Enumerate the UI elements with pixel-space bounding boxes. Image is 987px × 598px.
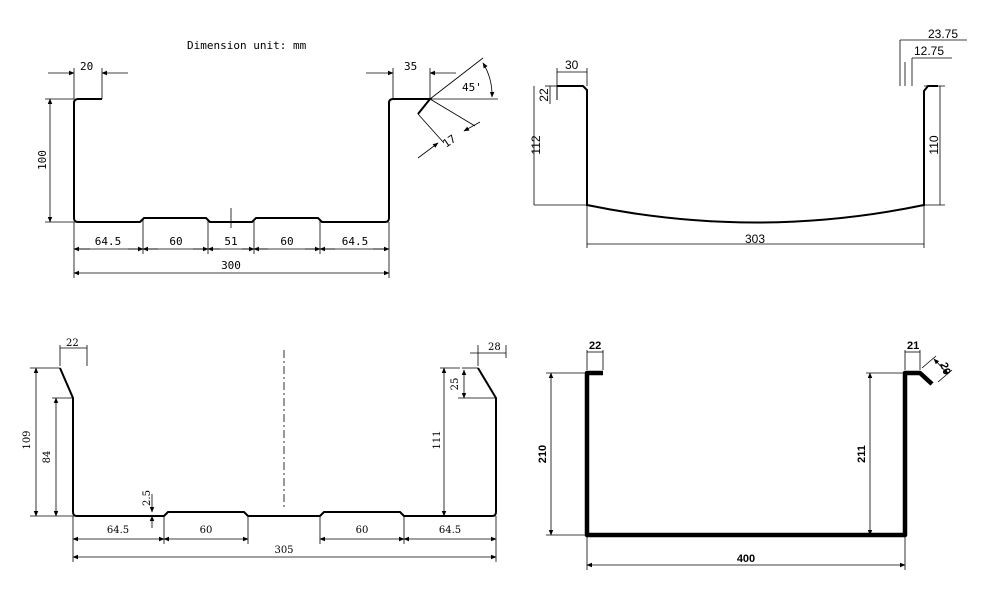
profile-c-lip-left-label: 22	[66, 338, 79, 349]
profile-c-height-right-label: 111	[432, 430, 443, 449]
profile-b-width-label: 303	[745, 232, 765, 246]
profile-d-outline	[584, 370, 934, 538]
profile-c-height-left-label: 109	[22, 430, 33, 449]
profile-c-seg4-label: 60	[356, 525, 369, 536]
profile-b-height-right-label: 110	[927, 135, 941, 154]
profile-b-lip-left-label: 30	[565, 58, 579, 72]
profile-b-lip-left-height-label: 22	[537, 88, 551, 102]
profile-d-lip-left-label: 22	[589, 340, 601, 352]
profile-d: 22 21 20 210 211 400	[537, 340, 953, 570]
profile-a-seg1-label: 64.5	[95, 235, 122, 248]
profile-c-outline	[59, 367, 497, 517]
profile-a-height-label: 100	[36, 150, 49, 170]
profile-a: Dimension unit: mm 20 35 45' 17 100	[36, 39, 498, 278]
profile-c-step-label: 2.5	[142, 490, 153, 506]
profile-c-seg5-label: 64.5	[439, 525, 461, 536]
profile-b-height-left-label: 112	[529, 135, 543, 154]
profile-a-seg4-label: 60	[280, 235, 293, 248]
profile-a-seg3-label: 51	[224, 235, 237, 248]
profile-b-lip-right-inner-label: 12.75	[914, 44, 944, 58]
profile-c-width-label: 305	[274, 545, 293, 556]
profile-a-seg5-label: 64.5	[342, 235, 369, 248]
dimension-unit-title: Dimension unit: mm	[187, 39, 307, 52]
profile-b-outline	[557, 85, 938, 224]
profile-a-seg2-label: 60	[169, 235, 182, 248]
profile-c-inner-left-label: 84	[42, 451, 53, 464]
profile-a-outline	[73, 98, 433, 223]
profile-b: 30 22 112 23.75 12.75 110 303	[529, 27, 967, 248]
profile-a-lip-left-label: 20	[80, 60, 93, 73]
profile-c-seg2-label: 60	[200, 525, 213, 536]
profile-c-lip-right-label: 28	[488, 342, 501, 353]
profile-a-lip-depth-label: 17	[440, 132, 458, 150]
profile-c: 22 109 84 28 25 111 2.5	[22, 338, 507, 562]
profile-b-lip-right-outer-label: 23.75	[928, 27, 958, 41]
profile-d-lip-angle-label: 20	[937, 361, 952, 377]
profile-d-height-right-label: 211	[856, 445, 868, 463]
profile-d-lip-right-label: 21	[907, 340, 919, 352]
profile-c-seg1-label: 64.5	[107, 525, 129, 536]
profile-c-lip-right-height-label: 25	[450, 378, 461, 391]
profile-d-width-label: 400	[737, 553, 755, 565]
profile-d-height-left-label: 210	[537, 445, 549, 463]
profile-a-width-label: 300	[221, 259, 241, 272]
profile-a-angle-label: 45'	[462, 81, 482, 94]
profile-a-lip-right-label: 35	[404, 60, 417, 73]
